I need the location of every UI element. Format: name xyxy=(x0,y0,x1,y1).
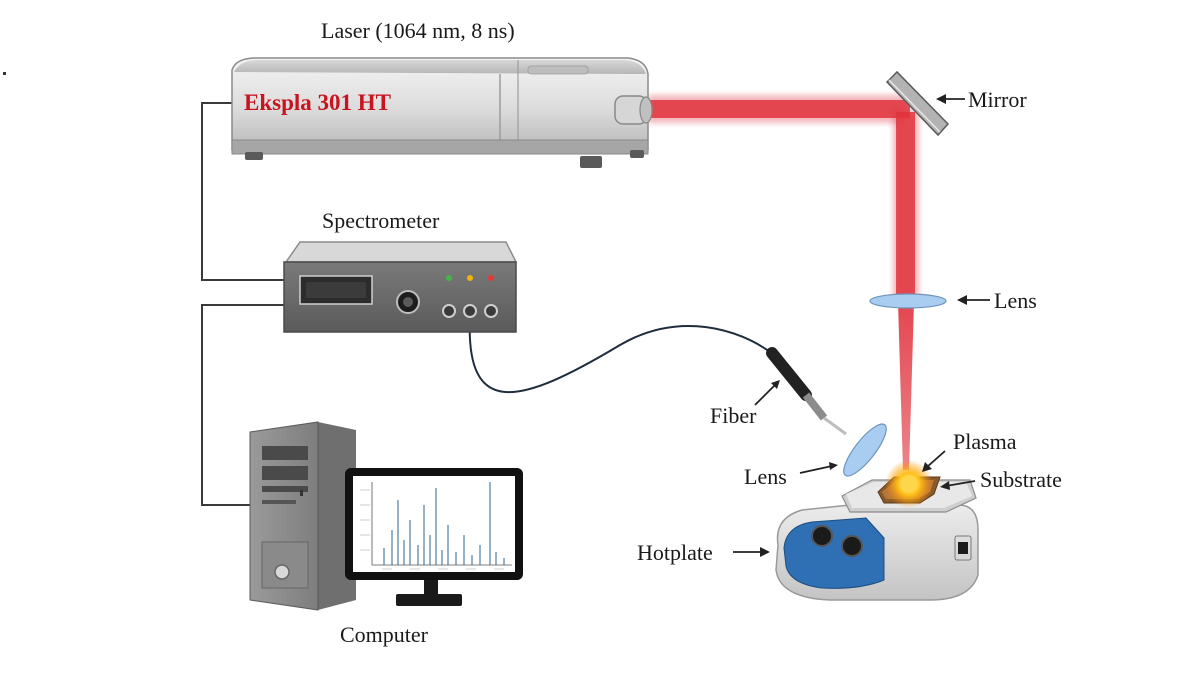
fiber-arrow xyxy=(754,384,776,406)
fiber-probe xyxy=(766,347,847,436)
computer-monitor xyxy=(345,468,523,606)
lens-bottom-arrow xyxy=(799,465,833,474)
spectrometer-computer-cable xyxy=(201,304,288,506)
focusing-lens xyxy=(869,293,947,309)
laser-spectrometer-cable xyxy=(201,102,288,281)
optical-fiber-cable xyxy=(468,315,771,394)
laser-beam xyxy=(648,95,919,470)
plasma xyxy=(885,460,933,508)
mirror-arrow-head xyxy=(936,94,946,104)
plasma-arrow-head xyxy=(922,462,932,472)
lens-top-arrow-head xyxy=(957,295,967,305)
laser-unit xyxy=(231,57,653,168)
collection-lens xyxy=(843,423,887,477)
laser-brand-label: Ekspla 301 HT xyxy=(244,90,391,115)
lens-top-label: Lens xyxy=(994,288,1037,313)
spectrometer xyxy=(283,241,518,333)
laser-label: Laser (1064 nm, 8 ns) xyxy=(321,18,515,43)
substrate-arrow-head xyxy=(940,481,950,490)
computer-tower xyxy=(249,421,356,611)
fiber-arrow-head xyxy=(771,380,780,389)
lens-bottom-arrow-head xyxy=(829,462,838,470)
edge-mark xyxy=(3,72,6,75)
substrate-arrow xyxy=(945,480,976,487)
plasma-label: Plasma xyxy=(953,429,1017,454)
substrate-label: Substrate xyxy=(980,467,1062,492)
computer-label: Computer xyxy=(340,622,429,647)
spectrum-plot xyxy=(360,482,512,570)
mirror-label: Mirror xyxy=(968,87,1027,112)
hotplate-arrow-head xyxy=(760,547,770,557)
plasma-arrow xyxy=(926,450,946,468)
mirror xyxy=(885,70,950,137)
hotplate xyxy=(775,479,979,601)
spectrometer-label: Spectrometer xyxy=(322,208,440,233)
fiber-label: Fiber xyxy=(710,403,757,428)
hotplate-label: Hotplate xyxy=(637,540,713,565)
lens-bottom-label: Lens xyxy=(744,464,787,489)
